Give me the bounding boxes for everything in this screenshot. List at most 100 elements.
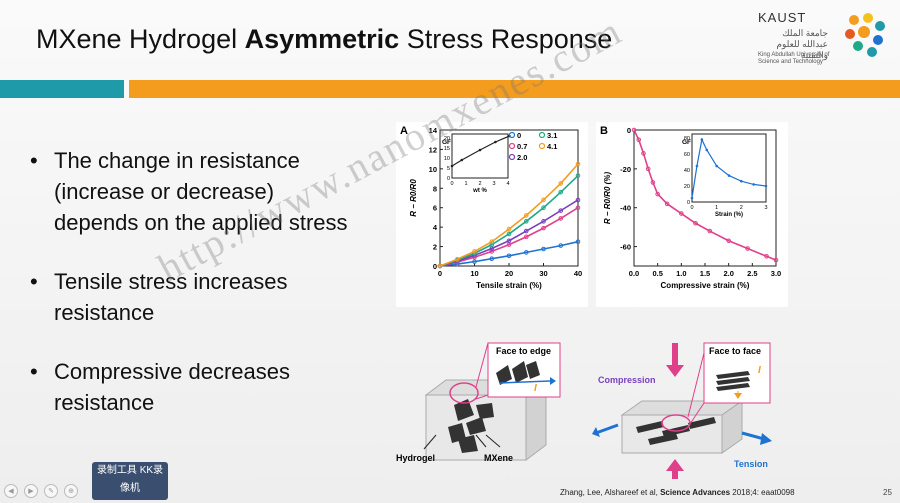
data-point [664, 201, 670, 207]
data-point [764, 253, 769, 259]
y-tick-label: -20 [620, 165, 631, 174]
inset-x-tick-label: 3 [492, 181, 495, 187]
slideshow-controls[interactable]: ◀ ▶ ✎ ⊕ [4, 484, 78, 498]
series-line [439, 199, 579, 267]
label-compression: Compression [598, 375, 656, 385]
inset-data-point [494, 140, 497, 144]
bullet-item: Compressive decreases resistance [28, 356, 358, 418]
inset-y-tick-label: 0 [447, 176, 450, 182]
data-point [541, 225, 546, 231]
y-tick-label: 2 [433, 243, 437, 252]
recorder-badge: 录制工具 KK录像机 [92, 462, 168, 500]
data-point [745, 246, 750, 251]
x-tick-label: 1.5 [700, 269, 710, 278]
header-bar-orange [129, 80, 900, 98]
inset-x-tick-label: 1 [715, 205, 718, 211]
legend-marker [508, 153, 516, 161]
page-number: 25 [883, 488, 892, 497]
y-tick-label: 14 [429, 126, 438, 135]
legend-label: 4.1 [547, 142, 557, 151]
current-label: I [534, 383, 537, 394]
data-point [693, 220, 698, 226]
panel-label: A [400, 125, 408, 137]
inset-x-tick-label: 0 [690, 205, 693, 211]
y-tick-label: -40 [620, 204, 631, 213]
callout-face-to-edge: Face to edge [496, 346, 552, 356]
data-point [489, 239, 495, 245]
zoom-icon[interactable]: ⊕ [64, 484, 78, 498]
data-point [472, 259, 477, 264]
data-point [523, 213, 529, 218]
inset-frame [691, 133, 767, 203]
inset-data-point [727, 174, 731, 177]
data-point [707, 228, 713, 234]
data-point [523, 234, 529, 240]
data-point [506, 238, 512, 244]
data-point [506, 231, 512, 237]
inset-y-tick-label: 10 [444, 156, 450, 162]
series-line [439, 240, 579, 267]
data-point [541, 246, 546, 252]
data-point [773, 257, 779, 263]
label-hydrogel: Hydrogel [396, 453, 436, 463]
x-axis-label: Compressive strain (%) [661, 281, 750, 290]
x-tick-label: 1.0 [676, 269, 686, 278]
data-point [575, 161, 581, 167]
legend-marker [508, 142, 516, 150]
inset-x-tick-label: 0 [450, 181, 453, 187]
x-tick-label: 20 [505, 269, 513, 278]
inset-y-tick-label: 20 [444, 136, 450, 142]
data-point [575, 239, 581, 245]
panel-label: B [600, 125, 608, 137]
data-point [472, 249, 477, 254]
data-point [506, 226, 512, 232]
x-tick-label: 2.5 [747, 269, 757, 278]
callout-face-to-face: Face to face [709, 346, 762, 356]
y-tick-label: 12 [429, 145, 437, 154]
inset-data-point [478, 148, 482, 152]
logo-english: King Abdullah University of Science and … [758, 52, 830, 65]
y-tick-label: 4 [433, 223, 438, 232]
data-point [558, 189, 564, 195]
data-point [454, 256, 460, 262]
data-point [523, 250, 529, 255]
label-tension: Tension [734, 459, 768, 469]
inset-y-tick-label: 40 [684, 168, 690, 174]
inset-x-tick-label: 2 [740, 205, 743, 211]
data-point [489, 242, 495, 247]
y-tick-label: -60 [620, 243, 631, 252]
inset-data-point [695, 164, 699, 168]
legend-label: 3.1 [547, 131, 557, 140]
previous-icon[interactable]: ◀ [4, 484, 18, 498]
inset-y-tick-label: 20 [684, 184, 690, 190]
y-tick-label: 10 [429, 165, 437, 174]
x-tick-label: 30 [539, 269, 547, 278]
data-point [726, 238, 731, 244]
inset-data-point [450, 164, 454, 168]
slide-title: MXene Hydrogel Asymmetric Stress Respons… [36, 24, 613, 54]
inset-title: GF [682, 139, 691, 146]
y-tick-label: 8 [433, 184, 437, 193]
data-point [575, 197, 581, 203]
inset-y-tick-label: 0 [687, 200, 690, 206]
legend-marker [538, 142, 546, 150]
next-icon[interactable]: ▶ [24, 484, 38, 498]
inset-y-tick-label: 5 [447, 166, 450, 172]
pen-icon[interactable]: ✎ [44, 484, 58, 498]
data-point [655, 191, 660, 197]
y-tick-label: 0 [433, 262, 437, 271]
series-line [439, 175, 579, 267]
data-point [631, 127, 637, 133]
header-bar-teal [0, 80, 124, 98]
data-point [575, 205, 581, 211]
diagram-compression: Compression Face to face I Tension [592, 335, 792, 480]
inset-data-point [740, 179, 743, 183]
legend-marker [538, 131, 546, 139]
series-line [633, 129, 777, 261]
data-point [541, 205, 546, 211]
kaust-logo: KAUST جامعة الملك عبدالله للعلوم والتقني… [758, 8, 890, 70]
